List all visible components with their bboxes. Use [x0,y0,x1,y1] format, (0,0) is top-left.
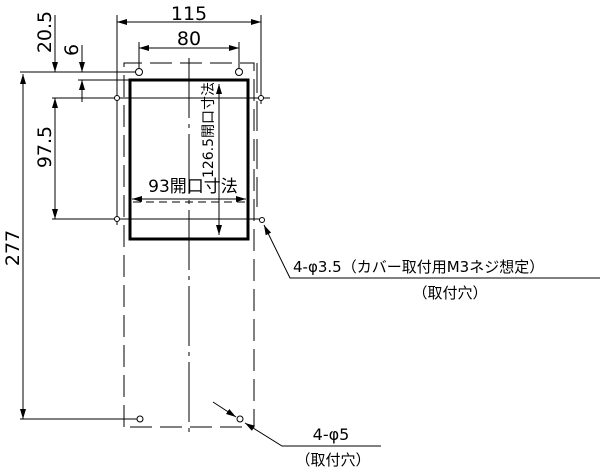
callout-cover-holes-note: （取付穴） [412,284,487,302]
hole-icon [135,68,143,76]
callout-cover-holes: 4-φ3.5（カバー取付用M3ネジ想定） [293,258,544,276]
hole-icon [236,415,244,423]
callout-mount-holes-note: （取付穴） [295,451,370,469]
dim-label-93: 93開口寸法 [148,177,238,197]
callout-mount-holes: 4-φ5 [313,425,350,444]
dim-label-80: 80 [177,28,201,50]
dim-label-277: 277 [2,230,24,266]
hole-icon [114,95,120,101]
hole-icon [114,216,120,222]
cover-outline-dashed [123,62,255,428]
dim-label-6: 6 [61,44,83,56]
hole-icon [235,68,243,76]
dim-label-20-5: 20.5 [34,11,56,53]
dim-label-126-5: 126.5開口寸法 [201,82,217,178]
dim-label-115: 115 [171,3,207,25]
hole-icon [258,95,264,101]
leader-mount-hole-a [212,401,237,418]
leader-cover-holes [263,224,600,279]
hole-icon [136,415,144,423]
hole-icon [259,217,265,223]
holes [114,68,265,423]
dim-label-97-5: 97.5 [34,126,56,168]
leader-mount-hole-b [244,422,381,447]
